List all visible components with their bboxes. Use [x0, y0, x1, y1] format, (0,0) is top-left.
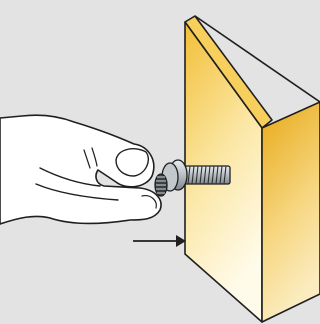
- panel-side-face: [262, 102, 320, 322]
